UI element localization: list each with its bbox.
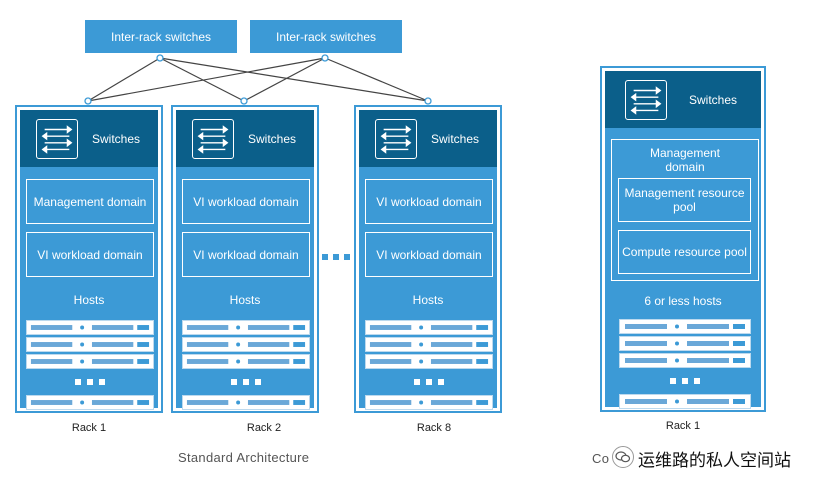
rack-body: Switches Management domain Management re… bbox=[605, 71, 761, 409]
consolidated-rack: Switches Management domain Management re… bbox=[600, 66, 766, 412]
server-stack bbox=[182, 320, 310, 410]
more-servers-dots bbox=[26, 379, 154, 385]
rack-label: Rack 1 bbox=[71, 422, 107, 434]
domain-title: Management domain bbox=[649, 146, 721, 174]
hosts-label: Hosts bbox=[73, 293, 105, 307]
domain-box: VI workload domain bbox=[182, 232, 310, 277]
rack-body: Switches VI workload domain VI workload … bbox=[176, 110, 314, 410]
server-unit bbox=[619, 319, 751, 334]
server-stack bbox=[619, 319, 751, 409]
rack-switch: Switches bbox=[176, 110, 314, 167]
management-domain-container: Management domain Management resource po… bbox=[611, 139, 759, 281]
domain-box: VI workload domain bbox=[182, 179, 310, 224]
server-unit bbox=[365, 395, 493, 410]
wechat-icon bbox=[612, 446, 634, 468]
switch-icon bbox=[625, 80, 667, 120]
rack-1: Switches Management domain VI workload d… bbox=[15, 105, 163, 413]
standard-architecture-caption: Standard Architecture bbox=[178, 450, 310, 465]
server-unit bbox=[619, 353, 751, 368]
hosts-label: Hosts bbox=[412, 293, 444, 307]
switch-icon bbox=[36, 119, 78, 159]
rack-body: Switches VI workload domain VI workload … bbox=[359, 110, 497, 410]
switch-label: Switches bbox=[689, 92, 738, 107]
server-unit bbox=[365, 354, 493, 369]
switch-icon bbox=[192, 119, 234, 159]
rack-label: Rack 2 bbox=[246, 422, 282, 434]
switch-label: Switches bbox=[248, 131, 297, 146]
domain-box: VI workload domain bbox=[365, 232, 493, 277]
consolidated-architecture-caption: Co bbox=[592, 451, 610, 466]
inter-rack-switch-label: Inter-rack switches bbox=[110, 29, 212, 44]
rack-switch: Switches bbox=[605, 71, 761, 128]
server-unit bbox=[182, 320, 310, 335]
server-unit bbox=[619, 336, 751, 351]
resource-pool-box: Compute resource pool bbox=[618, 230, 751, 274]
server-unit bbox=[26, 320, 154, 335]
rack-switch: Switches bbox=[20, 110, 158, 167]
inter-rack-switch-2: Inter-rack switches bbox=[250, 20, 402, 53]
rack-body: Switches Management domain VI workload d… bbox=[20, 110, 158, 410]
inter-rack-switch-label: Inter-rack switches bbox=[275, 29, 377, 44]
server-unit bbox=[619, 394, 751, 409]
server-unit bbox=[182, 337, 310, 352]
server-unit bbox=[365, 320, 493, 335]
server-unit bbox=[365, 337, 493, 352]
rack-switch: Switches bbox=[359, 110, 497, 167]
hosts-label: Hosts bbox=[229, 293, 261, 307]
domain-box: VI workload domain bbox=[26, 232, 154, 277]
more-servers-dots bbox=[182, 379, 310, 385]
server-stack bbox=[26, 320, 154, 410]
switch-label: Switches bbox=[92, 131, 141, 146]
rack-label: Rack 1 bbox=[665, 420, 701, 432]
more-servers-dots bbox=[365, 379, 493, 385]
domain-box: VI workload domain bbox=[365, 179, 493, 224]
rack-label: Rack 8 bbox=[416, 422, 452, 434]
rack-2: Switches VI workload domain VI workload … bbox=[171, 105, 319, 413]
watermark-text: 运维路的私人空间站 bbox=[638, 451, 791, 470]
switch-label: Switches bbox=[431, 131, 480, 146]
resource-pool-box: Management resource pool bbox=[618, 178, 751, 222]
server-unit bbox=[26, 337, 154, 352]
server-unit bbox=[26, 354, 154, 369]
server-unit bbox=[26, 395, 154, 410]
more-servers-dots bbox=[619, 378, 751, 384]
rack-8: Switches VI workload domain VI workload … bbox=[354, 105, 502, 413]
hosts-label: 6 or less hosts bbox=[644, 294, 722, 308]
inter-rack-switch-1: Inter-rack switches bbox=[85, 20, 237, 53]
server-unit bbox=[182, 395, 310, 410]
server-unit bbox=[182, 354, 310, 369]
switch-icon bbox=[375, 119, 417, 159]
server-stack bbox=[365, 320, 493, 410]
domain-box: Management domain bbox=[26, 179, 154, 224]
